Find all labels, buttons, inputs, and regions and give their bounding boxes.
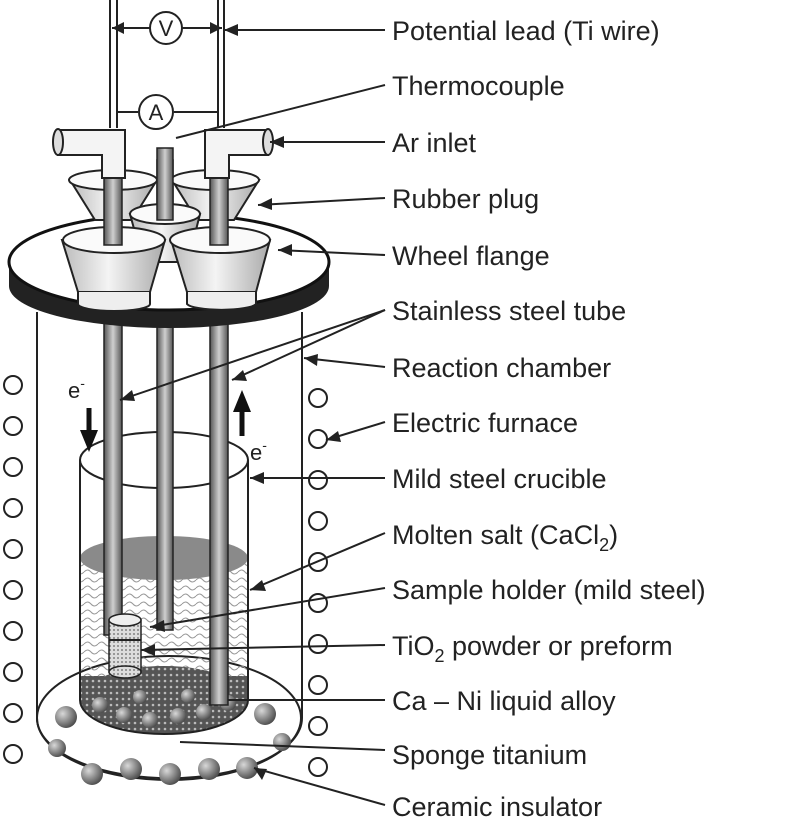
label-ceramic-insulator: Ceramic insulator	[392, 792, 602, 822]
voltmeter-symbol: V	[159, 16, 174, 41]
labels: Potential lead (Ti wire) Thermocouple Ar…	[392, 16, 706, 822]
electron-flow-right: e-	[233, 390, 267, 465]
label-ca-ni-alloy: Ca – Ni liquid alloy	[392, 686, 616, 716]
label-thermocouple: Thermocouple	[392, 71, 565, 101]
label-sample-holder: Sample holder (mild steel)	[392, 575, 706, 605]
furnace-coil-left	[3, 375, 23, 764]
label-potential-lead: Potential lead (Ti wire)	[392, 16, 660, 46]
voltmeter: V	[149, 11, 183, 45]
leader-arrowheads	[120, 24, 341, 780]
label-reaction-chamber: Reaction chamber	[392, 353, 611, 383]
furnace-coil-right	[308, 388, 328, 777]
furnace-coils	[3, 375, 328, 777]
label-rubber-plug: Rubber plug	[392, 184, 539, 214]
label-sponge-titanium: Sponge titanium	[392, 740, 587, 770]
electron-flow-left: e-	[68, 375, 98, 452]
leader-lines	[119, 29, 386, 806]
electron-label-left: e-	[68, 375, 85, 403]
voltmeter-arrow-left	[112, 22, 124, 34]
ceramic-insulator-balls	[48, 703, 291, 785]
label-stainless-steel-tube: Stainless steel tube	[392, 296, 626, 326]
ammeter-symbol: A	[149, 100, 164, 125]
label-ar-inlet: Ar inlet	[392, 128, 477, 158]
label-wheel-flange: Wheel flange	[392, 241, 550, 271]
ar-inlet-pipes	[52, 128, 274, 179]
voltmeter-arrow-right	[210, 22, 222, 34]
label-electric-furnace: Electric furnace	[392, 408, 578, 438]
label-molten-salt: Molten salt (CaCl2)	[392, 520, 618, 555]
sample-holder	[108, 613, 142, 679]
label-mild-steel-crucible: Mild steel crucible	[392, 464, 607, 494]
electron-label-right: e-	[250, 437, 267, 465]
ammeter: A	[138, 94, 174, 130]
label-tio2-powder: TiO2 powder or preform	[392, 631, 673, 666]
